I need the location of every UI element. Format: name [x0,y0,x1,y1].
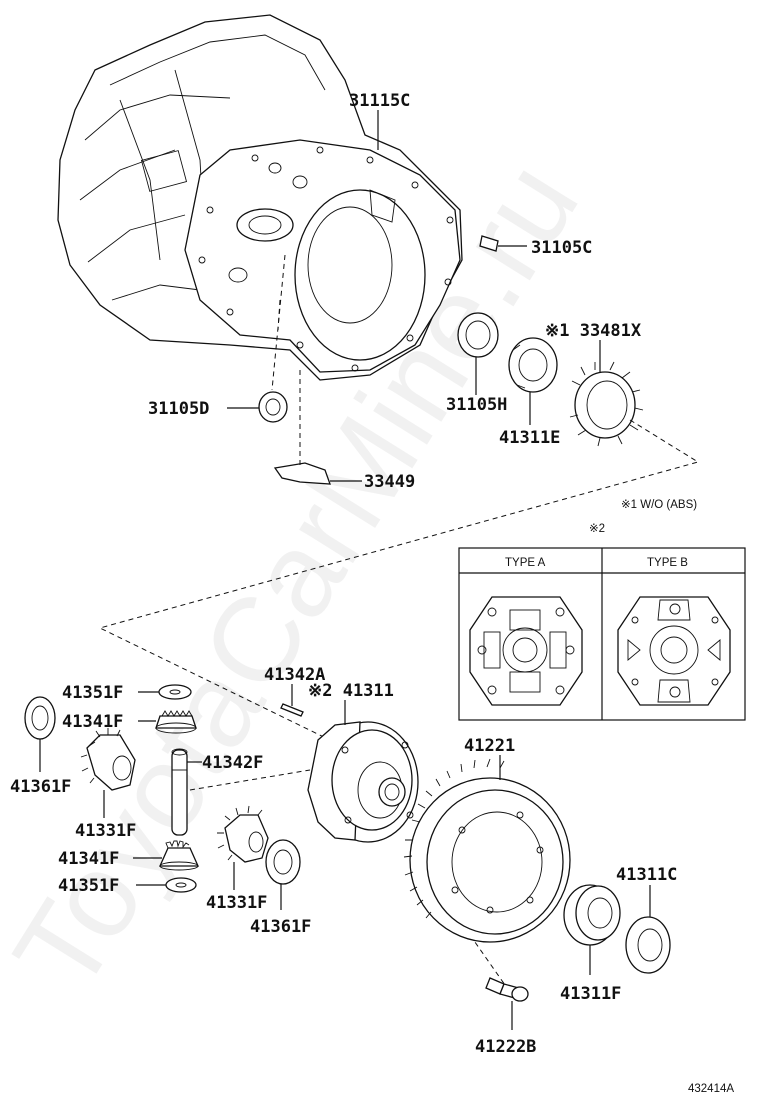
note-2: ※2 [589,523,605,535]
label-41361F-left: 41361F [10,777,71,797]
label-41331F-left: 41331F [75,821,136,841]
label-41311E: 41311E [499,428,560,448]
label-31105H: 31105H [446,395,507,415]
label-31115C: 31115C [349,91,410,111]
ring-gear-41221 [403,755,571,943]
label-41331F-right: 41331F [206,893,267,913]
note-1: ※1 W/O (ABS) [621,499,697,511]
label-41311: ※2 41311 [308,681,394,701]
oil-seal-31105D [227,391,288,423]
label-41311F: 41311F [560,984,621,1004]
label-31105D: 31105D [148,399,209,419]
washer-41351F-top [138,684,192,700]
pinion-41341F-bottom [133,840,200,871]
washer-41361F-right [265,839,301,910]
label-41222B: 41222B [475,1037,536,1057]
plate-33449 [273,462,362,485]
bolt-41222B [485,977,529,1030]
type-b-case [617,596,731,706]
label-41342F: 41342F [202,753,263,773]
type-a-case [469,596,583,706]
sensor-rotor-33481X [569,340,644,447]
bearing-41311E [508,337,558,425]
oil-seal-31105H [457,312,499,395]
label-33481X: ※1 33481X [545,321,642,341]
inset-type-b-label: TYPE B [647,557,688,569]
label-41351F-bottom: 41351F [58,876,119,896]
race-41311C [625,885,671,974]
pinion-41341F-top [138,710,197,734]
bearing-41311F [563,884,621,975]
differential-case-41311 [307,700,419,843]
pinion-shaft-41342F [171,748,202,836]
plug-31105C [479,235,527,252]
side-gear-41331F-left [80,728,136,818]
inset-type-a-label: TYPE A [505,557,546,569]
label-41342A: 41342A [264,665,325,685]
label-31105C: 31105C [531,238,592,258]
label-41341F-top: 41341F [62,712,123,732]
pin-41342A [280,684,304,717]
diagram-id: 432414A [688,1083,734,1095]
washer-41351F-bottom [136,877,197,893]
washer-41361F-left [24,696,56,772]
side-gear-41331F-right [217,805,269,890]
label-41341F-bottom: 41341F [58,849,119,869]
inset-types: TYPE A TYPE B [458,547,746,721]
label-41361F-right: 41361F [250,917,311,937]
transaxle-housing [57,14,463,381]
label-41221: 41221 [464,736,515,756]
label-41311C: 41311C [616,865,677,885]
label-41351F-top: 41351F [62,683,123,703]
label-33449: 33449 [364,472,415,492]
